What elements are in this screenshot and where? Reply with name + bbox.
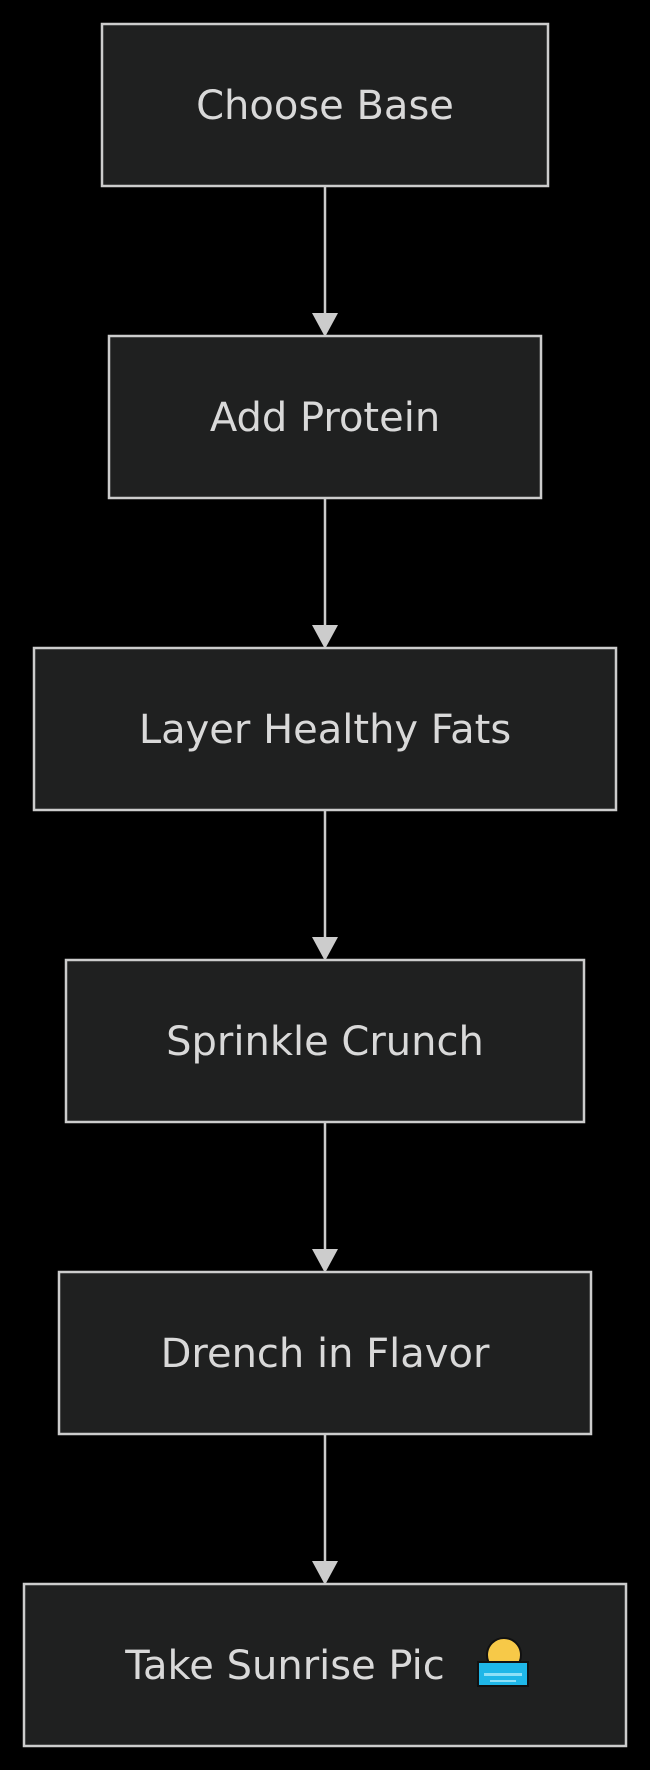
arrowhead-icon bbox=[312, 313, 338, 337]
node-layer-healthy-fats[interactable]: Layer Healthy Fats bbox=[32, 646, 618, 812]
node-label: Take Sunrise Pic bbox=[124, 1643, 445, 1689]
edge-choose-base-to-add-protein bbox=[312, 187, 338, 337]
node-label: Choose Base bbox=[196, 83, 454, 129]
node-choose-base[interactable]: Choose Base bbox=[100, 22, 550, 188]
arrowhead-icon bbox=[312, 625, 338, 649]
node-add-protein[interactable]: Add Protein bbox=[107, 334, 543, 500]
node-sprinkle-crunch[interactable]: Sprinkle Crunch bbox=[64, 958, 586, 1124]
edge-layer-healthy-fats-to-sprinkle-crunch bbox=[312, 811, 338, 961]
edge-add-protein-to-layer-healthy-fats bbox=[312, 499, 338, 649]
node-take-sunrise-pic[interactable]: Take Sunrise Pic bbox=[22, 1582, 628, 1748]
arrowhead-icon bbox=[312, 937, 338, 961]
arrowhead-icon bbox=[312, 1561, 338, 1585]
node-label: Add Protein bbox=[210, 395, 440, 441]
edges bbox=[312, 187, 338, 1585]
node-drench-in-flavor[interactable]: Drench in Flavor bbox=[57, 1270, 593, 1436]
edge-drench-in-flavor-to-take-sunrise-pic bbox=[312, 1435, 338, 1585]
sunrise-icon bbox=[477, 1637, 529, 1687]
nodes: Choose Base Add Protein Layer Healthy Fa… bbox=[22, 22, 628, 1748]
edge-sprinkle-crunch-to-drench-in-flavor bbox=[312, 1123, 338, 1273]
node-label: Sprinkle Crunch bbox=[166, 1019, 484, 1065]
node-label: Drench in Flavor bbox=[161, 1331, 490, 1377]
node-label: Layer Healthy Fats bbox=[139, 707, 511, 753]
arrowhead-icon bbox=[312, 1249, 338, 1273]
